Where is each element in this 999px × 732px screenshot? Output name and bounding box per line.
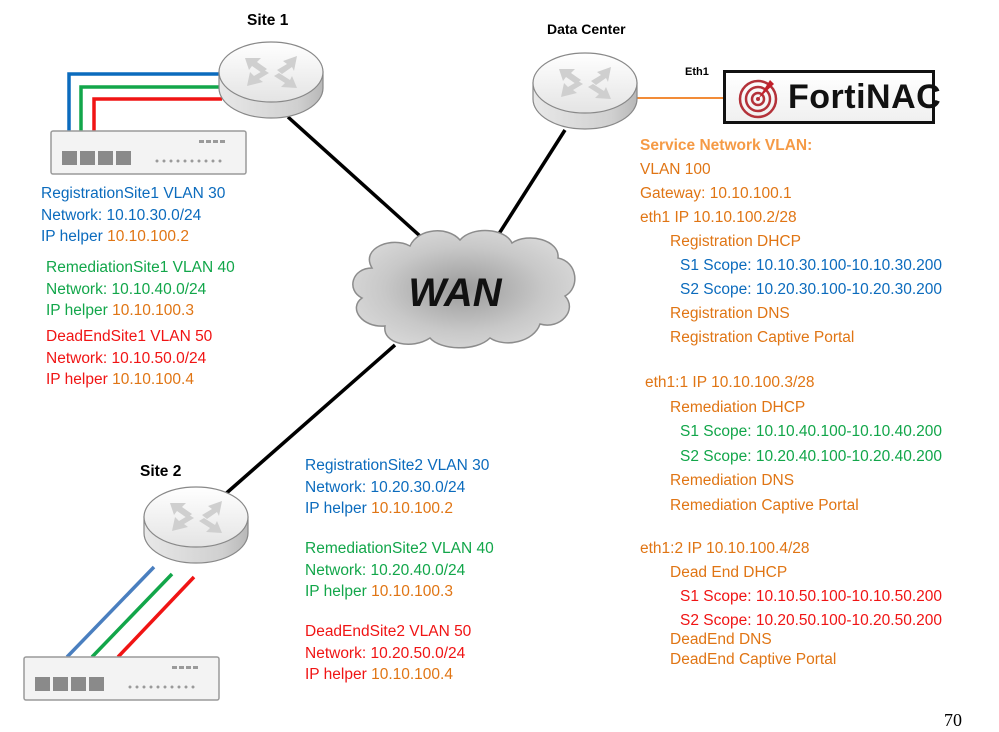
wan-cloud-icon — [352, 229, 576, 349]
service-vlan: VLAN 100 — [640, 161, 711, 178]
site1-link-deadend — [92, 97, 222, 131]
fortinac-appliance: FortiNAC — [723, 70, 941, 124]
fortinac-radar-icon — [738, 79, 778, 119]
vlan-name: DeadEndSite1 VLAN 50 — [46, 328, 213, 345]
vlan-name: RegistrationSite2 VLAN 30 — [305, 457, 490, 474]
ip-helper-address: 10.10.100.4 — [371, 666, 453, 683]
site2-vlan-remediation: RemediationSite2 VLAN 40 Network: 10.20.… — [305, 538, 494, 603]
site2-switch-icon — [23, 656, 220, 701]
service-gateway: Gateway: 10.10.100.1 — [640, 185, 792, 202]
registration-dns: Registration DNS — [670, 305, 790, 322]
service-network-block: Service Network VLAN: VLAN 100 Gateway: … — [640, 134, 942, 350]
ip-helper-label: IP helper — [46, 371, 113, 388]
ip-helper-address: 10.10.100.2 — [371, 500, 453, 517]
ip-helper-label: IP helper — [41, 228, 108, 245]
service-network-title: Service Network VLAN: — [640, 137, 813, 154]
vlan-name: RemediationSite2 VLAN 40 — [305, 540, 494, 557]
vlan-name: RemediationSite1 VLAN 40 — [46, 259, 235, 276]
remediation-scope-s2: S2 Scope: 10.20.40.100-10.20.40.200 — [680, 447, 942, 465]
eth1-1-block: eth1:1 IP 10.10.100.3/28 Remediation DHC… — [645, 371, 942, 518]
remediation-dns: Remediation DNS — [670, 472, 795, 489]
site2-vlan-registration: RegistrationSite2 VLAN 30 Network: 10.20… — [305, 455, 489, 520]
eth1-2-ip: eth1:2 IP 10.10.100.4/28 — [640, 540, 810, 557]
site1-link-registration — [67, 72, 225, 131]
eth1-1-ip: eth1:1 IP 10.10.100.3/28 — [645, 374, 815, 391]
ip-helper-address: 10.10.100.4 — [112, 371, 194, 388]
vlan-name: DeadEndSite2 VLAN 50 — [305, 623, 472, 640]
site1-vlan-deadend: DeadEndSite1 VLAN 50 Network: 10.10.50.0… — [46, 326, 212, 391]
site2-link-registration — [65, 565, 156, 659]
registration-scope-s1: S1 Scope: 10.10.30.100-10.10.30.200 — [680, 257, 942, 274]
eth1-2-block: eth1:2 IP 10.10.100.4/28 Dead End DHCP S… — [640, 537, 942, 670]
vlan-network: Network: 10.10.40.0/24 — [46, 280, 207, 298]
vlan-name: RegistrationSite1 VLAN 30 — [41, 185, 226, 202]
vlan-network: Network: 10.10.50.0/24 — [46, 349, 207, 367]
ip-helper-address: 10.10.100.3 — [371, 583, 453, 600]
remediation-scope-s1: S1 Scope: 10.10.40.100-10.10.40.200 — [680, 423, 942, 440]
site1-router-icon — [218, 41, 324, 119]
site2-link-deadend — [116, 575, 196, 659]
ip-helper-label: IP helper — [46, 302, 113, 319]
vlan-network: Network: 10.20.50.0/24 — [305, 644, 466, 662]
ip-helper-label: IP helper — [305, 583, 372, 600]
site2-label: Site 2 — [140, 463, 182, 480]
site2-router-icon — [143, 486, 249, 564]
site1-vlan-registration: RegistrationSite1 VLAN 30 Network: 10.10… — [41, 183, 225, 248]
wan-label: WAN — [408, 271, 502, 315]
page-number: 70 — [944, 710, 962, 730]
datacenter-label: Data Center — [547, 21, 626, 37]
remediation-captive-portal: Remediation Captive Portal — [670, 496, 859, 514]
site2-link-remediation — [90, 572, 174, 659]
deadend-captive-portal: DeadEnd Captive Portal — [670, 651, 837, 668]
deadend-dns: DeadEnd DNS — [670, 631, 772, 648]
site1-label: Site 1 — [247, 12, 289, 29]
link-site1-wan — [286, 115, 432, 247]
deadend-scope-s1: S1 Scope: 10.10.50.100-10.10.50.200 — [680, 588, 942, 605]
site1-vlan-remediation: RemediationSite1 VLAN 40 Network: 10.10.… — [46, 257, 235, 322]
vlan-network: Network: 10.20.30.0/24 — [305, 478, 466, 496]
deadend-scope-s2: S2 Scope: 10.20.50.100-10.20.50.200 — [680, 612, 942, 629]
registration-dhcp: Registration DHCP — [670, 233, 801, 250]
eth1-ip: eth1 IP 10.10.100.2/28 — [640, 209, 797, 226]
ip-helper-label: IP helper — [305, 500, 372, 517]
ip-helper-address: 10.10.100.3 — [112, 302, 194, 319]
link-datacenter-wan — [493, 129, 567, 241]
eth1-label: Eth1 — [685, 66, 709, 78]
datacenter-router-icon — [532, 52, 638, 130]
vlan-network: Network: 10.10.30.0/24 — [41, 206, 202, 224]
link-site2-wan — [220, 343, 397, 499]
deadend-dhcp: Dead End DHCP — [670, 564, 788, 581]
site1-link-remediation — [79, 85, 222, 131]
remediation-dhcp: Remediation DHCP — [670, 398, 806, 416]
ip-helper-address: 10.10.100.2 — [107, 228, 189, 245]
site1-switch-icon — [50, 130, 247, 175]
fortinac-logo-text: FortiNAC — [788, 78, 942, 116]
ip-helper-label: IP helper — [305, 666, 372, 683]
site2-vlan-deadend: DeadEndSite2 VLAN 50 Network: 10.20.50.0… — [305, 621, 471, 686]
vlan-network: Network: 10.20.40.0/24 — [305, 561, 466, 579]
registration-scope-s2: S2 Scope: 10.20.30.100-10.20.30.200 — [680, 281, 942, 298]
registration-captive-portal: Registration Captive Portal — [670, 329, 855, 346]
